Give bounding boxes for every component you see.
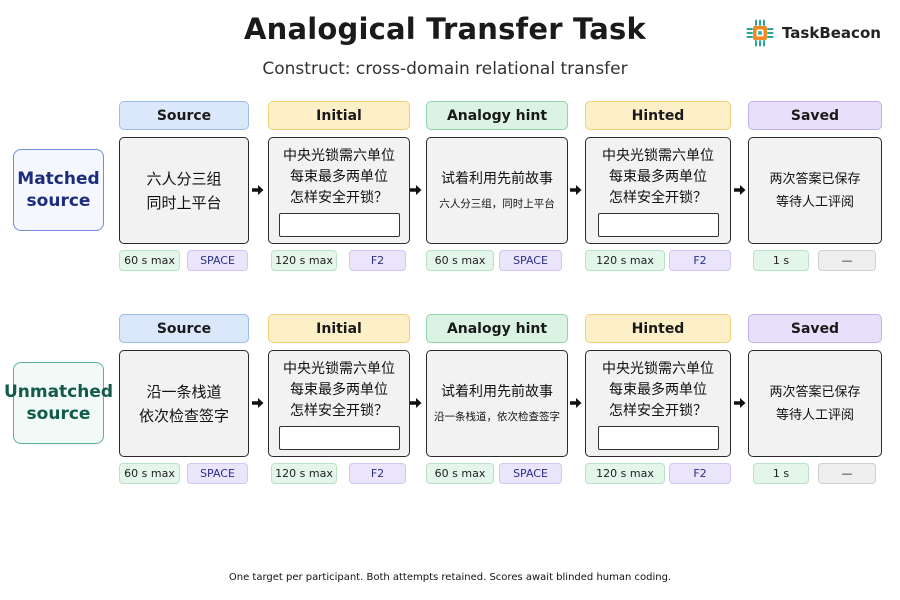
response-key-badge: SPACE xyxy=(499,250,562,271)
response-key-badge: SPACE xyxy=(499,463,562,484)
brand-name: TaskBeacon xyxy=(782,24,881,42)
taskbeacon-logo-icon xyxy=(746,19,774,47)
stage-initial: Initial 中央光锁需六单位每束最多两单位怎样安全开锁？ 120 s max F2 xyxy=(268,101,410,273)
stage-screen: 两次答案已保存等待人工评阅 xyxy=(748,350,882,457)
hint-source-text: 六人分三组，同时上平台 xyxy=(439,198,555,210)
stage-text-line: 试着利用先前故事 xyxy=(441,171,553,187)
duration-badge: 60 s max xyxy=(119,463,180,484)
duration-badge: 120 s max xyxy=(585,250,665,271)
duration-badge: 1 s xyxy=(753,463,809,484)
stage-screen: 试着利用先前故事沿一条栈道，依次检查签字 xyxy=(426,350,568,457)
flow-arrow-icon xyxy=(410,185,422,195)
stage-screen: 中央光锁需六单位每束最多两单位怎样安全开锁？ xyxy=(585,137,731,244)
stage-text-line: 同时上平台 xyxy=(146,193,222,212)
response-key-badge: — xyxy=(818,463,876,484)
stage-text-line: 每束最多两单位 xyxy=(290,382,388,398)
response-key-badge: F2 xyxy=(669,463,731,484)
stage-text-line: 怎样安全开锁？ xyxy=(290,190,388,206)
stage-header: Initial xyxy=(268,101,410,130)
stage-header: Source xyxy=(119,314,249,343)
stage-header: Hinted xyxy=(585,101,731,130)
row-label: Unmatched source xyxy=(4,362,113,444)
flow-arrow-icon xyxy=(734,185,746,195)
stage-text-line: 两次答案已保存 xyxy=(769,384,861,400)
response-key-badge: F2 xyxy=(669,250,731,271)
stage-text-line: 中央光锁需六单位 xyxy=(283,148,395,164)
stage-screen: 中央光锁需六单位每束最多两单位怎样安全开锁？ xyxy=(268,137,410,244)
stage-header: Analogy hint xyxy=(426,101,568,130)
stage-text-line: 中央光锁需六单位 xyxy=(283,361,395,377)
stage-text-line: 中央光锁需六单位 xyxy=(602,148,714,164)
stage-saved: Saved 两次答案已保存等待人工评阅 1 s — xyxy=(748,101,882,273)
flow-arrow-icon xyxy=(570,185,582,195)
stage-screen: 沿一条栈道依次检查签字 xyxy=(119,350,249,457)
stage-screen: 中央光锁需六单位每束最多两单位怎样安全开锁？ xyxy=(585,350,731,457)
stage-text-line: 沿一条栈道 xyxy=(146,382,222,401)
answer-text-field[interactable] xyxy=(278,213,400,237)
duration-badge: 60 s max xyxy=(426,463,494,484)
diagram-title: Analogical Transfer Task xyxy=(243,12,647,46)
response-key-badge: — xyxy=(818,250,876,271)
flow-arrow-icon xyxy=(252,398,264,408)
stage-header: Saved xyxy=(748,101,882,130)
flow-arrow-icon xyxy=(252,185,264,195)
stage-header: Initial xyxy=(268,314,410,343)
stage-text-line: 怎样安全开锁？ xyxy=(609,403,707,419)
stage-hint: Analogy hint 试着利用先前故事沿一条栈道，依次检查签字 60 s max… xyxy=(426,314,568,486)
flow-arrow-icon xyxy=(570,398,582,408)
duration-badge: 120 s max xyxy=(585,463,665,484)
stage-screen: 中央光锁需六单位每束最多两单位怎样安全开锁？ xyxy=(268,350,410,457)
stage-text-line: 两次答案已保存 xyxy=(769,171,861,187)
stage-text-line: 试着利用先前故事 xyxy=(441,384,553,400)
response-key-badge: F2 xyxy=(349,463,406,484)
stage-header: Analogy hint xyxy=(426,314,568,343)
response-key-badge: SPACE xyxy=(187,463,248,484)
stage-text-line: 等待人工评阅 xyxy=(775,407,854,423)
stage-screen: 试着利用先前故事六人分三组，同时上平台 xyxy=(426,137,568,244)
flow-arrow-icon xyxy=(410,398,422,408)
duration-badge: 60 s max xyxy=(119,250,180,271)
diagram-subtitle: Construct: cross-domain relational trans… xyxy=(262,59,628,79)
stage-text-line: 每束最多两单位 xyxy=(609,382,707,398)
stage-text-line: 怎样安全开锁？ xyxy=(609,190,707,206)
duration-badge: 120 s max xyxy=(271,463,337,484)
answer-text-field[interactable] xyxy=(278,426,400,450)
stage-source: Source 六人分三组同时上平台 60 s max SPACE xyxy=(119,101,249,273)
row-label: Matched source xyxy=(13,149,104,231)
taskbeacon-logo: TaskBeacon xyxy=(746,18,881,48)
stage-header: Saved xyxy=(748,314,882,343)
flow-arrow-icon xyxy=(734,398,746,408)
duration-badge: 1 s xyxy=(753,250,809,271)
stage-source: Source 沿一条栈道依次检查签字 60 s max SPACE xyxy=(119,314,249,486)
stage-initial: Initial 中央光锁需六单位每束最多两单位怎样安全开锁？ 120 s max F2 xyxy=(268,314,410,486)
duration-badge: 60 s max xyxy=(426,250,494,271)
stage-screen: 两次答案已保存等待人工评阅 xyxy=(748,137,882,244)
answer-text-field[interactable] xyxy=(597,426,719,450)
stage-header: Hinted xyxy=(585,314,731,343)
footnote: One target per participant. Both attempt… xyxy=(228,572,672,583)
response-key-badge: F2 xyxy=(349,250,406,271)
stage-text-line: 中央光锁需六单位 xyxy=(602,361,714,377)
stage-text-line: 等待人工评阅 xyxy=(775,194,854,210)
stage-text-line: 每束最多两单位 xyxy=(290,169,388,185)
response-key-badge: SPACE xyxy=(187,250,248,271)
answer-text-field[interactable] xyxy=(597,213,719,237)
stage-text-line: 六人分三组 xyxy=(146,169,222,188)
stage-text-line: 怎样安全开锁？ xyxy=(290,403,388,419)
stage-saved: Saved 两次答案已保存等待人工评阅 1 s — xyxy=(748,314,882,486)
stage-text-line: 每束最多两单位 xyxy=(609,169,707,185)
hint-source-text: 沿一条栈道，依次检查签字 xyxy=(434,411,560,423)
stage-text-line: 依次检查签字 xyxy=(138,406,229,425)
stage-screen: 六人分三组同时上平台 xyxy=(119,137,249,244)
stage-header: Source xyxy=(119,101,249,130)
duration-badge: 120 s max xyxy=(271,250,337,271)
